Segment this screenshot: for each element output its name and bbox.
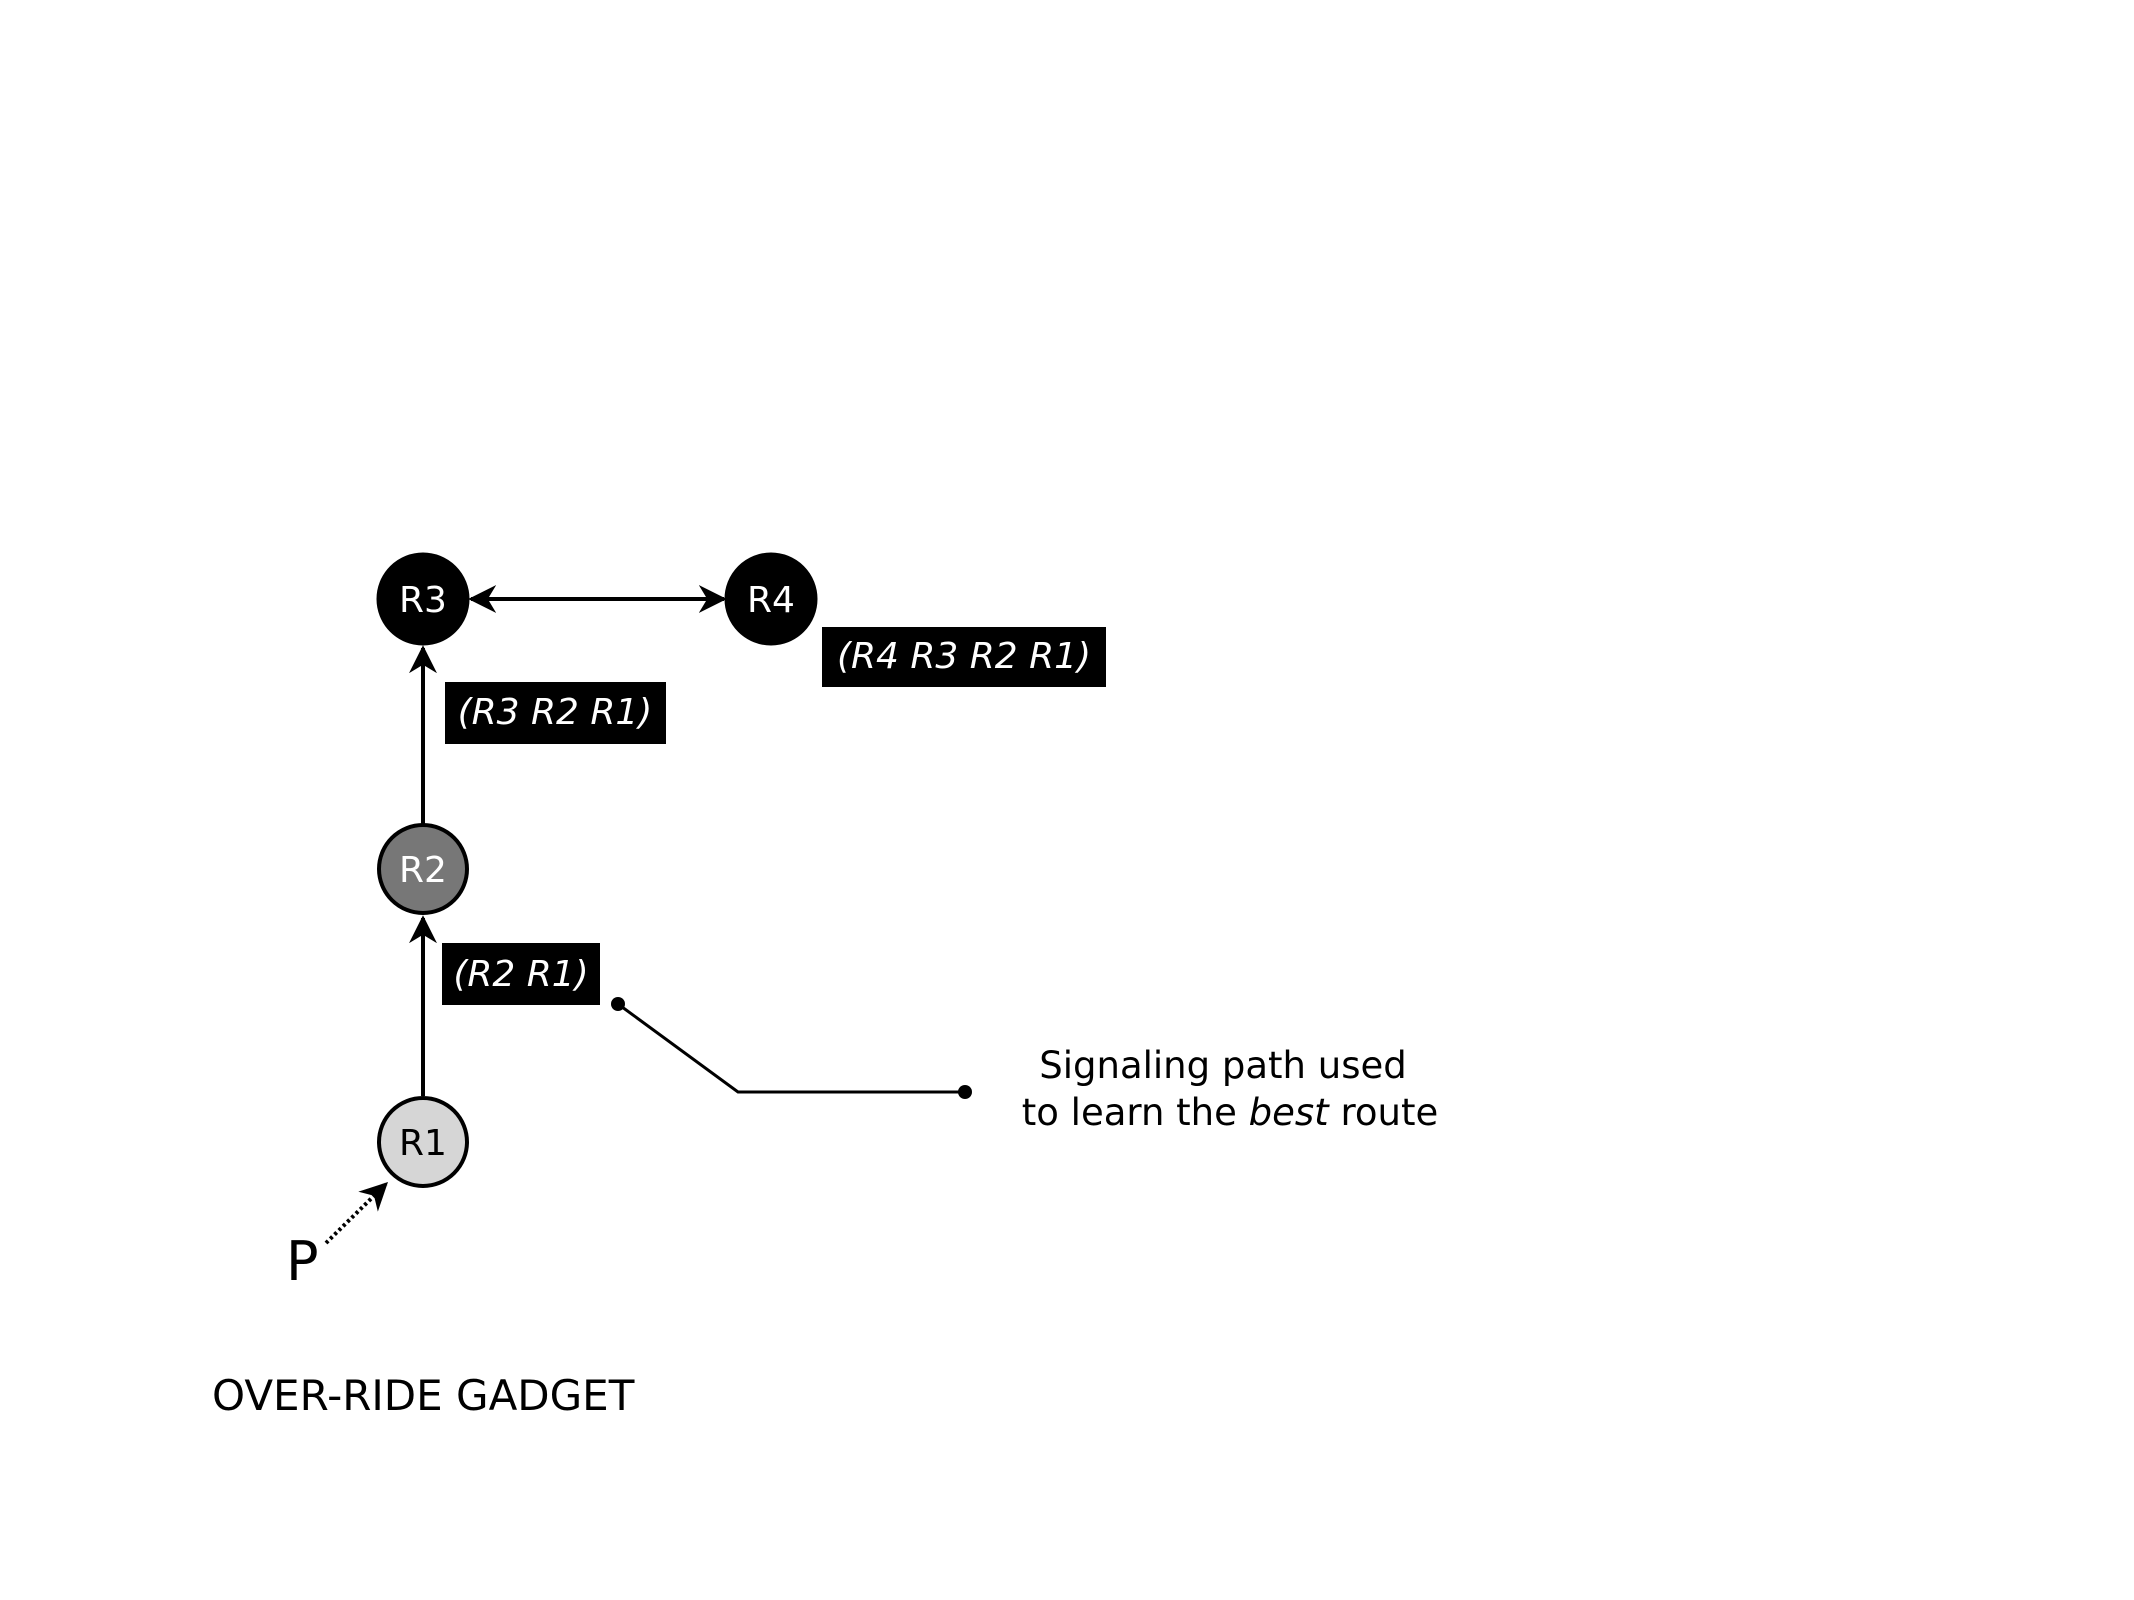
path-label-r2: (R2 R1) [442,943,600,1005]
annotation-line1: Signaling path used [1039,1044,1407,1087]
node-r4: R4 [724,552,818,646]
edge-p-r1 [324,1182,388,1245]
origin-label-p: P [286,1230,319,1293]
annotation-connector [611,997,972,1099]
path-label-r4: (R4 R3 R2 R1) [822,627,1106,687]
diagram-title: OVER-RIDE GADGET [212,1371,635,1420]
svg-text:(R3 R2 R1): (R3 R2 R1) [458,692,653,733]
svg-text:(R2 R1): (R2 R1) [453,954,588,995]
node-label: R3 [399,580,447,621]
node-label: R2 [399,850,447,891]
node-r3: R3 [376,552,470,646]
node-label: R1 [399,1123,447,1164]
node-r2: R2 [377,823,469,915]
path-label-r3: (R3 R2 R1) [445,682,666,744]
node-r1: R1 [377,1096,469,1188]
svg-text:(R4 R3 R2 R1): (R4 R3 R2 R1) [837,636,1091,677]
node-label: R4 [747,580,795,621]
annotation-line2: to learn the best route [1022,1091,1438,1134]
